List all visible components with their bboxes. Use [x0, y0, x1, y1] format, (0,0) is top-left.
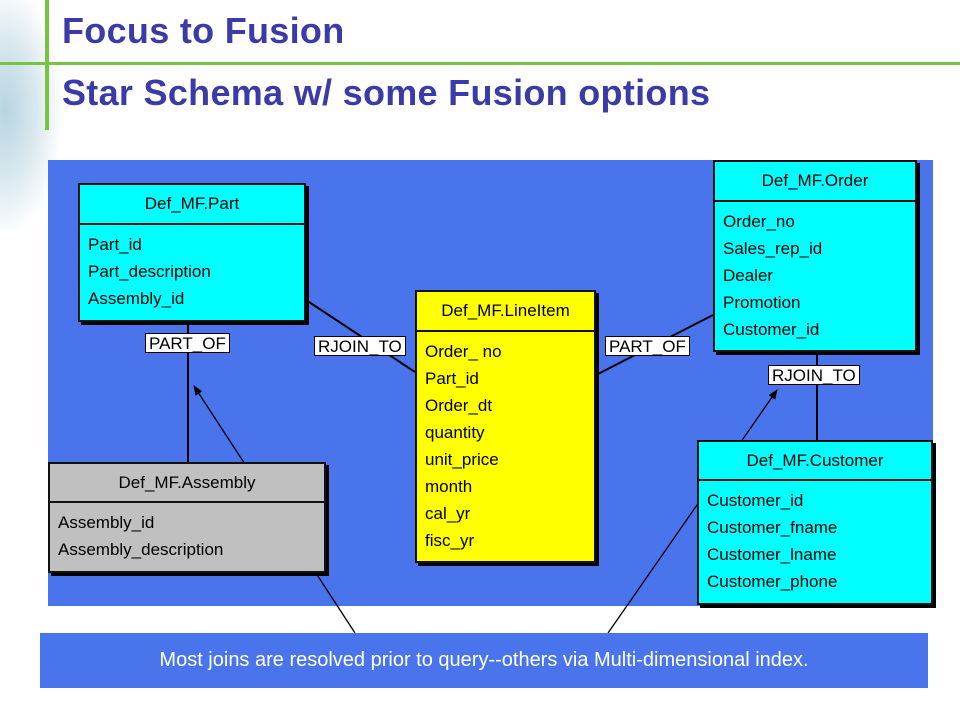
field-item: Customer_id [723, 320, 820, 339]
field-item: Assembly_id [88, 289, 185, 308]
entity-lineitem-title: Def_MF.LineItem [417, 292, 594, 332]
field-item: month [425, 477, 473, 496]
field-item: fisc_yr [425, 531, 475, 550]
entity-customer: Def_MF.Customer Customer_id Customer_fna… [697, 440, 933, 605]
field-item: Sales_rep_id [723, 239, 823, 258]
relation-label-part-of-left: PART_OF [145, 333, 230, 353]
slide-title: Focus to Fusion [62, 10, 345, 51]
entity-part-title: Def_MF.Part [80, 185, 304, 225]
entity-part: Def_MF.Part Part_id Part_description Ass… [78, 183, 306, 322]
relation-label-part-of-right: PART_OF [605, 336, 690, 356]
entity-order-title: Def_MF.Order [715, 162, 915, 202]
caption-banner: Most joins are resolved prior to query--… [40, 633, 928, 688]
field-item: Customer_lname [707, 545, 837, 564]
relation-label-rjoin-to-right: RJOIN_TO [768, 365, 860, 385]
field-item: quantity [425, 423, 485, 442]
field-item: cal_yr [425, 504, 471, 523]
entity-assembly: Def_MF.Assembly Assembly_id Assembly_des… [48, 462, 326, 573]
field-item: Order_no [723, 212, 795, 231]
arrow-to-rjoin-to [607, 389, 778, 634]
field-item: Part_id [88, 235, 142, 254]
entity-customer-title: Def_MF.Customer [699, 442, 931, 481]
field-item: Part_id [425, 369, 479, 388]
field-item: Customer_id [707, 491, 804, 510]
entity-lineitem: Def_MF.LineItem Order_ no Part_id Order_… [415, 290, 596, 563]
field-item: Customer_phone [707, 572, 838, 591]
accent-vertical-line [45, 0, 49, 130]
slide-subtitle: Star Schema w/ some Fusion options [62, 72, 711, 113]
field-item: Dealer [723, 266, 774, 285]
entity-order: Def_MF.Order Order_no Sales_rep_id Deale… [713, 160, 917, 352]
field-item: Customer_fname [707, 518, 838, 537]
relation-label-rjoin-to-left: RJOIN_TO [314, 336, 406, 356]
field-item: Order_ no [425, 342, 502, 361]
field-item: Part_description [88, 262, 211, 281]
field-item: Assembly_description [58, 540, 224, 559]
field-item: Promotion [723, 293, 801, 312]
accent-horizontal-line [0, 62, 960, 65]
field-item: Assembly_id [58, 513, 155, 532]
entity-assembly-title: Def_MF.Assembly [50, 464, 324, 503]
field-item: Order_dt [425, 396, 493, 415]
field-item: unit_price [425, 450, 499, 469]
